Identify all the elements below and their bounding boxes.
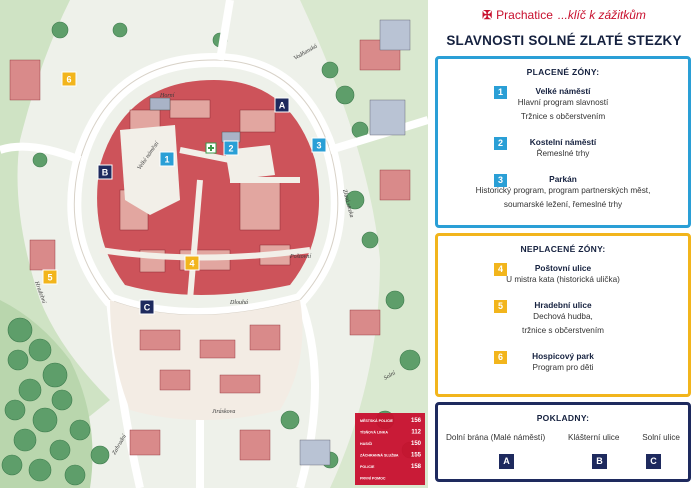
svg-text:MĚSTSKÁ POLICIE: MĚSTSKÁ POLICIE <box>360 418 394 423</box>
zone-description: U mistra kata (historická ulička) <box>506 275 620 284</box>
svg-text:TÍSŇOVÁ LINKA: TÍSŇOVÁ LINKA <box>360 430 388 435</box>
page-title: SLAVNOSTI SOLNÉ ZLATÉ STEZKY <box>446 33 682 48</box>
zone-item[interactable]: 1 Velké náměstí Hlavní program slavností… <box>438 86 688 124</box>
street-label: Poštovní <box>289 254 312 260</box>
zone-markers: 1 2 3 4 5 6A B C <box>42 71 327 315</box>
svg-text:PRVNÍ POMOC: PRVNÍ POMOC <box>360 476 386 481</box>
emergency-row: PRVNÍ POMOC <box>360 476 386 481</box>
cash-desk-badges: A B C <box>438 454 688 474</box>
zone-number-badge: 3 <box>494 174 507 187</box>
svg-text:3: 3 <box>316 141 321 151</box>
map-marker-5[interactable]: 5 <box>42 269 58 285</box>
paid-zones-heading: PLACENÉ ZÓNY: <box>526 67 600 77</box>
map-marker-6[interactable]: 6 <box>61 71 77 87</box>
cash-desks-box: POKLADNY: Dolní brána (Malé náměstí) Klá… <box>435 402 691 482</box>
street-label: Jiráskova <box>212 409 235 415</box>
zone-description: Hlavní program slavností <box>517 98 609 107</box>
zone-description: Program pro děti <box>532 363 594 372</box>
svg-text:5: 5 <box>47 273 52 283</box>
cash-desks-heading: POKLADNY: <box>536 413 590 423</box>
paid-zones-box: PLACENÉ ZÓNY: 1 Velké náměstí Hlavní pro… <box>435 56 691 228</box>
zone-name: Poštovní ulice <box>534 263 592 273</box>
emergency-row: TÍSŇOVÁ LINKA 112 <box>360 430 422 436</box>
map-marker-C[interactable]: C <box>139 299 155 315</box>
zone-description: Tržnice s občerstvením <box>520 112 606 121</box>
svg-text:POLICIE: POLICIE <box>360 465 375 469</box>
zone-item[interactable]: 6 Hospicový park Program pro děti <box>438 351 688 375</box>
svg-text:155: 155 <box>411 453 422 459</box>
legend-panel: ✠Prachatice ...klíč k zážitkům SLAVNOSTI … <box>428 0 700 488</box>
free-zones-box: NEPLACENÉ ZÓNY: 4 Poštovní ulice U mistr… <box>435 233 691 397</box>
cash-desk-label: Solní ulice <box>642 433 680 442</box>
zone-description: soumarské ležení, řemeslné trhy <box>503 200 623 209</box>
zone-item[interactable]: 5 Hradební ulice Dechová hudba, tržnice … <box>438 300 688 338</box>
cash-desk-label: Dolní brána (Malé náměstí) <box>446 433 546 442</box>
svg-text:158: 158 <box>411 464 422 470</box>
svg-text:HASIČI: HASIČI <box>360 441 372 446</box>
cash-desk-badge[interactable]: C <box>646 454 661 469</box>
zone-name: Velké náměstí <box>535 86 591 96</box>
zone-number-badge: 6 <box>494 351 507 364</box>
zone-number-badge: 1 <box>494 86 507 99</box>
svg-text:1: 1 <box>164 155 169 165</box>
zone-name: Kostelní náměstí <box>529 137 597 147</box>
map-marker-A[interactable]: A <box>274 97 290 113</box>
zone-description: Historický program, program partnerských… <box>475 186 651 195</box>
svg-text:C: C <box>144 303 151 313</box>
map-marker-3[interactable]: 3 <box>311 137 327 153</box>
svg-text:ZÁCHRANNÁ SLUŽBA: ZÁCHRANNÁ SLUŽBA <box>360 453 399 458</box>
svg-text:A: A <box>279 101 286 111</box>
cash-desk-badge[interactable]: A <box>499 454 514 469</box>
zone-number-badge: 2 <box>494 137 507 150</box>
zone-number-badge: 5 <box>494 300 507 313</box>
zone-name: Hradební ulice <box>534 300 592 310</box>
zone-name: Hospicový park <box>532 351 594 361</box>
zone-item[interactable]: 4 Poštovní ulice U mistra kata (historic… <box>438 263 688 287</box>
map-marker-B[interactable]: B <box>97 164 113 180</box>
cash-desk-label: Klášterní ulice <box>567 433 620 442</box>
zone-description: tržnice s občerstvením <box>522 326 604 335</box>
brand-tagline: ...klíč k zážitkům <box>557 8 646 22</box>
svg-text:4: 4 <box>189 259 194 269</box>
cross-icon: ✠ <box>482 8 493 22</box>
map-marker-2[interactable]: 2 <box>223 140 239 156</box>
svg-text:B: B <box>102 168 109 178</box>
svg-text:150: 150 <box>411 441 422 447</box>
emergency-row: ZÁCHRANNÁ SLUŽBA 155 <box>360 453 422 459</box>
emergency-row: MĚSTSKÁ POLICIE 156 <box>360 418 422 424</box>
svg-text:156: 156 <box>411 418 422 424</box>
cash-desk-badge[interactable]: B <box>592 454 607 469</box>
cash-desk-list: Dolní brána (Malé náměstí) Klášterní uli… <box>438 433 688 442</box>
zone-description: Dechová hudba, <box>533 312 593 321</box>
map-marker-1[interactable]: 1 <box>159 151 175 167</box>
brand-name: Prachatice <box>496 8 553 22</box>
svg-text:2: 2 <box>228 144 233 154</box>
svg-text:6: 6 <box>66 75 71 85</box>
first-aid-icon <box>205 142 217 154</box>
town-map[interactable]: Horní Velké náměstí Vodňanská Zlatá stez… <box>0 0 428 488</box>
free-zones-heading: NEPLACENÉ ZÓNY: <box>520 244 606 254</box>
street-label: Dlouhá <box>229 300 248 306</box>
zone-item[interactable]: 3 Parkán Historický program, program par… <box>438 174 688 212</box>
emergency-row: HASIČI 150 <box>360 441 422 447</box>
map-marker-4[interactable]: 4 <box>184 255 200 271</box>
zone-name: Parkán <box>549 174 577 184</box>
zone-number-badge: 4 <box>494 263 507 276</box>
zone-description: Řemeslné trhy <box>536 149 590 158</box>
emergency-row: POLICIE 158 <box>360 464 422 470</box>
svg-text:112: 112 <box>411 430 421 436</box>
zone-item[interactable]: 2 Kostelní náměstí Řemeslné trhy <box>438 137 688 161</box>
brand-header[interactable]: ✠Prachatice ...klíč k zážitkům <box>428 8 700 22</box>
street-label: Horní <box>159 93 176 99</box>
